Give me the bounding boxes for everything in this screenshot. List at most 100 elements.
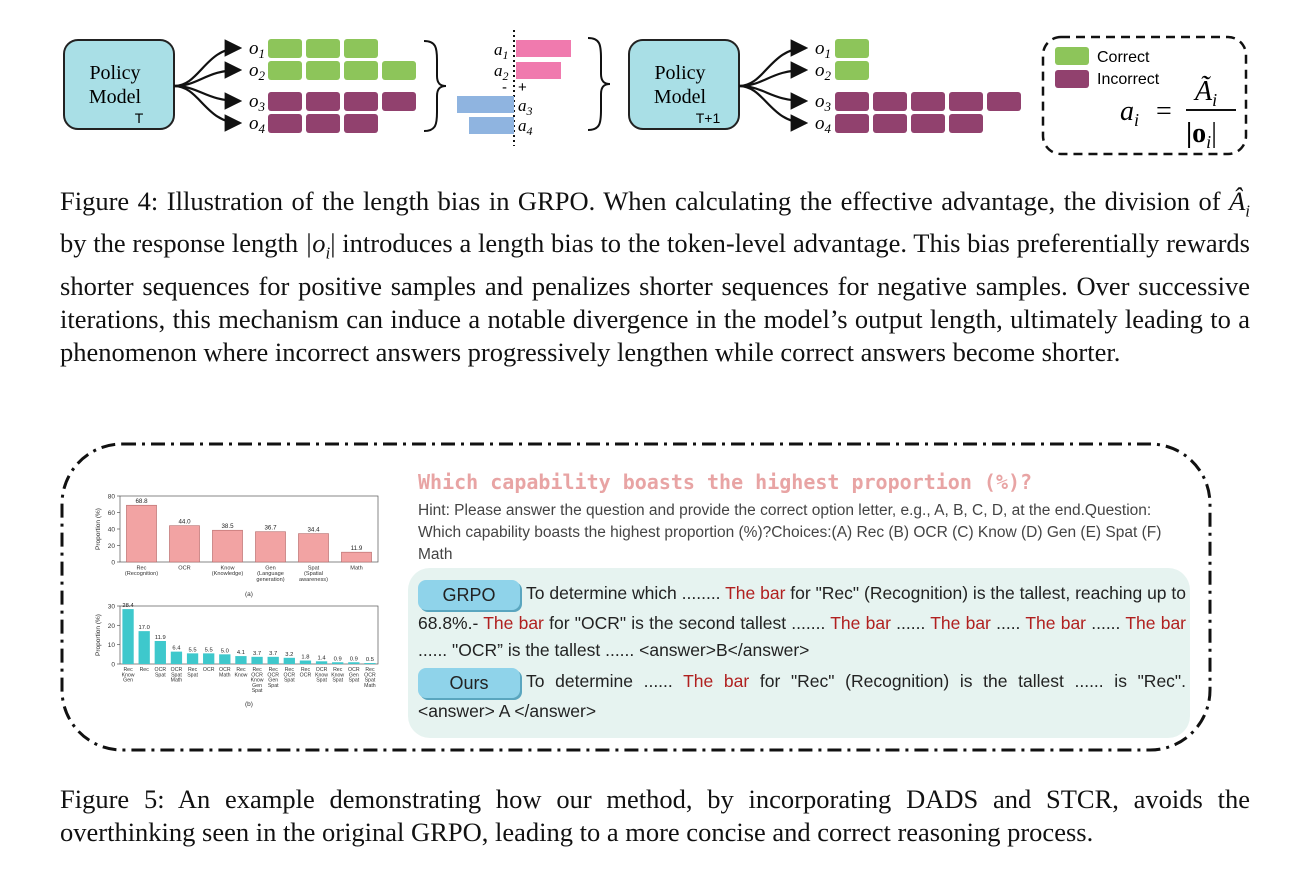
chart-a-ytick-label: 80 [108, 494, 116, 501]
adv-a3-label: a3 [518, 96, 533, 118]
chart-a-ytick-label: 20 [108, 543, 116, 550]
policy-left-line2: Model [89, 86, 142, 108]
policy-left-sub: T [135, 110, 144, 126]
svg-text:Ãi: Ãi [1193, 76, 1217, 110]
sign-minus: - [502, 79, 507, 96]
response-panel [408, 568, 1190, 738]
chart-a-bar [126, 504, 157, 563]
chart-b-value-label: 4.1 [237, 650, 245, 656]
adv-a4-label: a4 [518, 116, 533, 138]
chart-b-value-label: 3.7 [253, 651, 261, 657]
output-o4-label-right: o4 [815, 113, 832, 136]
chart-b-value-label: 3.2 [285, 652, 293, 658]
ours-badge: Ours [418, 668, 520, 698]
policy-model-box-left [63, 39, 175, 130]
output-o3-label-right: o3 [815, 91, 832, 114]
chart-b-bar [315, 661, 328, 664]
svg-text:=: = [1156, 96, 1172, 127]
chart-a-bar [341, 551, 372, 563]
correct-tokens-right [835, 39, 869, 80]
chart-b-value-label: 0.9 [350, 656, 358, 662]
chart-b-caption: (b) [245, 701, 253, 708]
question-title: Which capability boasts the highest prop… [418, 470, 1033, 494]
chart-b-value-label: 5.5 [205, 647, 213, 653]
policy-left-line1: Policy [89, 62, 140, 84]
chart-b-value-label: 11.9 [155, 635, 166, 641]
chart-b-value-label: 0.9 [334, 656, 342, 662]
chart-b-value-label: 6.4 [172, 646, 181, 652]
figure4-diagram: Policy Model T o1 o2 o3 o4 a1 a2 a3 [63, 30, 1248, 156]
chart-b-ylabel: Proportion (%) [95, 614, 102, 656]
legend-incorrect-label: Incorrect [1097, 71, 1160, 88]
adv-bar-a4 [469, 117, 514, 134]
chart-a-ytick-label: 0 [111, 560, 115, 567]
chart-b-bar [154, 640, 166, 664]
correct-tokens-left [268, 39, 416, 80]
chart-b-bar [267, 656, 279, 664]
sign-plus: + [518, 79, 527, 96]
chart-a-ytick-label: 60 [108, 510, 116, 517]
chart-b-value-label: 1.8 [301, 655, 309, 661]
grpo-badge: GRPO [418, 580, 520, 610]
adv-a1-label: a1 [494, 40, 509, 62]
legend-correct-swatch [1055, 47, 1089, 65]
chart-a-bar [212, 529, 243, 563]
chart-a-value-label: 44.0 [178, 519, 191, 526]
svg-text:ai: ai [1120, 96, 1139, 130]
chart-a-bar [255, 531, 286, 563]
output-o2-label-left: o2 [249, 60, 266, 83]
chart-a-value-label: 34.4 [307, 527, 320, 534]
chart-b-value-label: 0.5 [366, 657, 374, 663]
output-o1-label-left: o1 [249, 38, 265, 61]
policy-right-sub: T+1 [696, 110, 721, 126]
chart-b-bar [203, 653, 215, 664]
chart-b-value-label: 5.5 [189, 647, 197, 653]
chart-b-value-label: 3.7 [269, 651, 277, 657]
chart-b-bar [170, 651, 183, 664]
chart-b-category-label: OCR [203, 667, 215, 673]
adv-bar-a1 [516, 40, 571, 57]
policy-right-line2: Model [654, 86, 707, 108]
chart-b-bar [138, 631, 150, 664]
chart-b-bar [219, 654, 231, 664]
chart-b-value-label: 1.4 [318, 655, 327, 661]
chart-a-bar [298, 533, 329, 563]
chart-b-ytick-label: 0 [111, 662, 115, 669]
output-o1-label-right: o1 [815, 38, 831, 61]
chart-a-value-label: 36.7 [264, 525, 277, 532]
advantage-formula: ai = Ãi |oi| [1120, 76, 1236, 152]
chart-b-value-label: 28.4 [122, 603, 134, 609]
policy-right-line1: Policy [654, 62, 705, 84]
adv-bar-a2 [516, 62, 561, 79]
chart-a-value-label: 38.5 [221, 523, 234, 530]
brace-right [587, 37, 611, 131]
chart-b-bar [364, 663, 376, 664]
svg-text:|oi|: |oi| [1186, 118, 1217, 152]
chart-a-plot-frame [119, 495, 379, 563]
chart-b-bar [251, 656, 263, 664]
legend-incorrect-swatch [1055, 70, 1089, 88]
chart-a-value-label: 11.9 [351, 545, 363, 552]
figure5-caption: Figure 5: An example demonstrating how o… [60, 784, 1250, 847]
policy-model-box-right [628, 39, 740, 130]
incorrect-tokens-right [835, 92, 1021, 133]
chart-a-caption: (a) [245, 591, 253, 598]
chart-b-plot-frame [119, 605, 379, 665]
